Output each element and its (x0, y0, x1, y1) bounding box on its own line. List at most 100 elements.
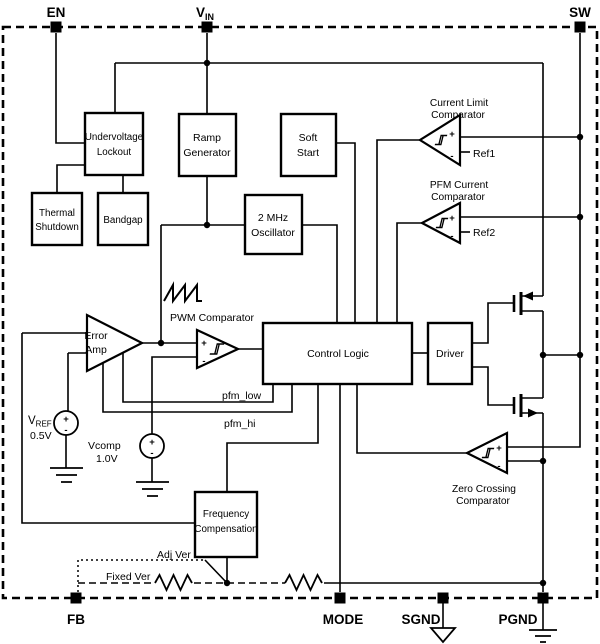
pmos-arrow-icon (523, 291, 533, 301)
uvlo-label-2: Lockout (97, 147, 132, 158)
block-oscillator: 2 MHz Oscillator (243, 193, 304, 256)
junction-dots (157, 59, 584, 587)
pfm-low-wire (122, 352, 274, 403)
fb-pin (70, 592, 82, 604)
thermal-box (30, 191, 84, 247)
pfm-low-label: pfm_low (222, 390, 262, 402)
zcc-minus-sign: - (497, 461, 500, 472)
vref-value: 0.5V (30, 430, 52, 442)
mode-pin-label: MODE (323, 612, 364, 627)
error-amp-label-2: Amp (85, 344, 107, 356)
uvlo-label-1: Undervoltage (85, 132, 144, 143)
ramp-label-2: Generator (183, 147, 231, 159)
vref-minus-sign: - (64, 425, 67, 436)
adj-ver-diagonal (204, 559, 228, 584)
freq-comp-box (193, 490, 259, 559)
pfm-plus-sign: + (449, 213, 455, 224)
ramp-label-1: Ramp (193, 132, 221, 144)
hysteresis-icon (434, 134, 448, 146)
feedback-wire (21, 332, 195, 524)
resistor-1 (154, 572, 193, 593)
softstart-label-2: Start (297, 147, 319, 159)
thermal-uvlo-wire (56, 164, 85, 193)
ref2-label: Ref2 (473, 227, 495, 239)
sgnd-pin-label: SGND (401, 612, 440, 627)
sgnd-pin (437, 592, 449, 604)
vin-pin (201, 21, 213, 33)
driver-box (426, 321, 474, 386)
osc-cl-wire (302, 224, 338, 323)
pfm-current-comparator: PFM Current Comparator + - Ref2 (419, 180, 495, 245)
hysteresis-icon (481, 447, 495, 459)
vcomp-source: Vcomp 1.0V + - (88, 433, 169, 497)
vin-rail (114, 62, 544, 296)
pwm-plus-sign: + (201, 338, 207, 349)
vcomp-value: 1.0V (96, 453, 118, 465)
nmos-arrow-icon (528, 408, 538, 418)
chip-boundary (1, 25, 599, 600)
ilim-label-1: Current Limit (430, 98, 488, 109)
mode-pin (334, 592, 346, 604)
block-freq-comp: Frequency Compensation (193, 490, 259, 559)
block-ramp-generator: Ramp Generator (177, 112, 238, 178)
oscillator-label-2: Oscillator (251, 227, 295, 239)
block-soft-start: Soft Start (279, 112, 338, 178)
block-control-logic: Control Logic (261, 321, 414, 386)
softstart-box (279, 112, 338, 178)
pfm-label-2: Comparator (431, 192, 485, 203)
vcomp-minus-sign: - (150, 448, 153, 459)
freq-comp-label-2: Compensation (194, 524, 257, 535)
sgnd-ground-icon (429, 627, 457, 644)
fixed-ver-label: Fixed Ver (106, 571, 151, 583)
bandgap-label: Bandgap (103, 215, 143, 226)
vref-label: VREF (28, 415, 52, 429)
zcc-plus-sign: + (496, 443, 502, 454)
oscillator-label-1: 2 MHz (258, 212, 288, 224)
adj-ver-label: Adj Ver (157, 549, 191, 561)
error-amp: Error Amp (84, 313, 145, 373)
block-bandgap: Bandgap (96, 191, 150, 247)
pfm-label-1: PFM Current (430, 180, 488, 191)
pfm-hi-label: pfm_hi (224, 418, 256, 430)
vref-ground-icon (50, 467, 83, 483)
freq-comp-label-1: Frequency (203, 509, 249, 520)
sgnd-ground-symbol (429, 603, 457, 644)
zcc-label-1: Zero Crossing (452, 484, 516, 495)
zero-crossing-comparator: + - Zero Crossing Comparator (452, 431, 516, 507)
hysteresis-icon (435, 217, 449, 229)
driver-label: Driver (436, 348, 465, 360)
vcomp-ground-icon (136, 481, 169, 497)
pgnd-ground-icon (529, 629, 557, 643)
pwm-minus-sign: - (202, 356, 205, 367)
en-pin-label: EN (47, 5, 66, 20)
pgnd-ground-symbol (529, 603, 557, 643)
pgnd-pin (537, 592, 549, 604)
pwm-minus-wire (151, 356, 197, 434)
osc-ramp-wire (160, 224, 245, 343)
ilim-out-wire (376, 139, 420, 323)
block-uvlo: Undervoltage Lockout (83, 111, 145, 177)
block-thermal-shutdown: Thermal Shutdown (30, 191, 84, 247)
vin-pin-label: VIN (196, 5, 214, 22)
vref-plus-sign: + (63, 414, 69, 425)
error-amp-label-1: Error (84, 330, 108, 342)
hysteresis-icon (209, 343, 225, 355)
sw-rail (507, 33, 581, 448)
uvlo-box (83, 111, 145, 177)
zcc-label-2: Comparator (456, 496, 510, 507)
ilim-plus-sign: + (449, 129, 455, 140)
sw-pin-label: SW (569, 5, 591, 20)
vref-source: VREF 0.5V + - (28, 410, 83, 483)
control-logic-box (261, 321, 414, 386)
pwm-comparator-label: PWM Comparator (170, 312, 255, 324)
softstart-label-1: Soft (299, 132, 318, 144)
high-side-fet (512, 291, 543, 315)
error-amp-triangle (85, 313, 145, 373)
block-driver: Driver (426, 321, 474, 386)
low-side-fet (512, 394, 543, 418)
softstart-out-wire (336, 142, 356, 323)
vcomp-label: Vcomp (88, 440, 121, 452)
thermal-label-1: Thermal (39, 208, 75, 219)
